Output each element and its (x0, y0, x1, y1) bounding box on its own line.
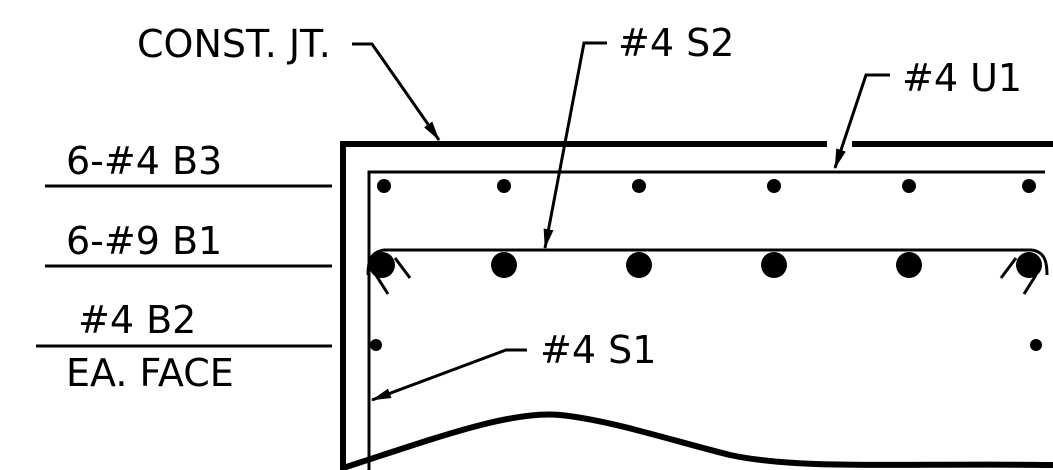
hook-right-tail-2 (1022, 274, 1038, 295)
const-jt-leader (352, 42, 441, 141)
label-const-jt: CONST. JT. (137, 22, 331, 66)
bar-b3 (632, 179, 646, 193)
label-ea-face: EA. FACE (66, 351, 234, 395)
s2-leader (543, 41, 607, 249)
bar-b2 (1030, 339, 1042, 351)
bar-b3 (902, 179, 916, 193)
label-s1: #4 S1 (540, 328, 656, 372)
s1-leader (371, 348, 527, 402)
bar-b2 (370, 339, 382, 351)
stirrups (366, 170, 1049, 470)
bar-b1 (369, 252, 395, 278)
hook-left-inner (366, 248, 385, 276)
hook-right-inner (1031, 248, 1049, 276)
leaders (352, 41, 890, 402)
bar-b1 (626, 252, 652, 278)
label-u1: #4 U1 (902, 56, 1022, 100)
concrete-outline (340, 141, 1053, 470)
bar-b1 (1016, 252, 1042, 278)
hook-left-tail-1 (393, 257, 412, 279)
bar-b1 (491, 252, 517, 278)
bar-b3 (377, 179, 391, 193)
bars-b1 (369, 252, 1042, 278)
stirrup-u1 (367, 170, 1045, 470)
break-line (342, 411, 1053, 470)
u1-leader (833, 73, 890, 169)
hook-right-tail-1 (999, 257, 1018, 279)
label-b3: 6-#4 B3 (66, 139, 222, 183)
label-b1: 6-#9 B1 (66, 219, 222, 263)
bar-b3 (497, 179, 511, 193)
label-b2: #4 B2 (78, 298, 196, 342)
bars-b3 (377, 179, 1036, 193)
bar-b1 (896, 252, 922, 278)
bars-b2 (370, 339, 1042, 351)
bar-b3 (1022, 179, 1036, 193)
bar-b3 (767, 179, 781, 193)
label-lines (36, 184, 332, 348)
concrete-top-left-edge (340, 141, 827, 470)
bar-b1 (761, 252, 787, 278)
label-s2: #4 S2 (618, 21, 734, 65)
